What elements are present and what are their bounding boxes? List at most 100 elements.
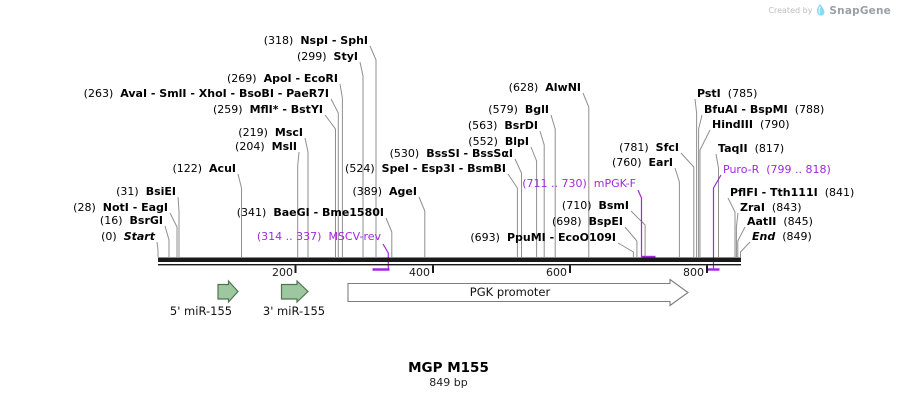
feature-label-pgk-promoter[interactable]: PGK promoter (469, 285, 551, 299)
leader-line (297, 151, 300, 257)
leader-line (715, 153, 719, 257)
site-label-start[interactable]: (0)Start (101, 231, 155, 243)
site-label-mfli-bstyi[interactable]: (259)MflI* - BstYI (213, 104, 323, 116)
leader-line (727, 197, 736, 257)
primer-range: (799 .. 818) (766, 163, 831, 176)
site-position: (693) (470, 231, 500, 244)
sequence-axis-lower (158, 264, 741, 266)
leader-line (177, 196, 180, 257)
site-name: BssSI - BssSαI (426, 147, 513, 160)
site-label-bspei[interactable]: (698)BspEI (552, 216, 623, 228)
site-name: BlpI (504, 135, 529, 148)
leader-line (330, 98, 339, 257)
leader-line (699, 129, 711, 257)
feature-arrow-5p-mir155[interactable] (217, 279, 239, 304)
site-label-aatii[interactable]: AatII(845) (747, 216, 813, 228)
site-position: (843) (771, 201, 802, 214)
site-label-bsssi[interactable]: (530)BssSI - BssSαI (390, 148, 513, 160)
site-position: (849) (782, 230, 812, 243)
site-label-bfuai-bspmi[interactable]: BfuAI - BspMI (788) (704, 104, 824, 116)
site-label-bsrdi[interactable]: (563)BsrDI (468, 120, 538, 132)
leader-line (237, 173, 242, 257)
axis-tick-label-800: 800 (683, 266, 704, 279)
primer-leader-mscv-rev (382, 243, 389, 270)
leader-line (169, 212, 178, 257)
feature-label-3p-mir155[interactable]: 3' miR-155 (262, 304, 326, 318)
site-name: ApoI - EcoRI (263, 72, 338, 85)
plasmid-length: 849 bp (429, 376, 468, 389)
primer-label-mscv-rev[interactable]: (314 .. 337)MSCV-rev (257, 231, 381, 243)
site-name: BspEI (588, 215, 623, 228)
leader-line (359, 61, 364, 257)
site-label-psti[interactable]: PstI(785) (697, 88, 757, 100)
site-label-acui[interactable]: (122)AcuI (172, 163, 236, 175)
site-label-end[interactable]: End(849) (752, 231, 812, 243)
site-label-nspi-sphi[interactable]: (318)NspI - SphI (264, 35, 368, 47)
site-label-baegi[interactable]: (341)BaeGI - Bme1580I (237, 207, 384, 219)
site-label-bsmi[interactable]: (710)BsmI (562, 200, 629, 212)
site-position: (299) (296, 50, 327, 63)
site-position: (710) (561, 199, 592, 212)
site-label-taqii[interactable]: TaqII (817) (718, 143, 784, 155)
site-position: (28) (73, 201, 96, 214)
leader-line (624, 226, 638, 257)
site-label-blpi[interactable]: (552) BlpI (468, 136, 529, 148)
site-label-hindiii[interactable]: HindIII(790) (712, 119, 790, 131)
site-label-zrai[interactable]: ZraI(843) (740, 202, 802, 214)
site-label-pflfi-tth111i[interactable]: PflFI - Tth111I(841) (730, 187, 854, 199)
feature-arrow-3p-mir155[interactable] (280, 279, 309, 304)
site-name: PstI (697, 87, 721, 100)
site-label-bsrgi[interactable]: (16)BsrGI (100, 215, 163, 227)
leader-line (674, 167, 680, 257)
primer-label-puro-r[interactable]: Puro-R(799 .. 818) (723, 164, 831, 176)
site-label-apoi-ecori[interactable]: (269)ApoI - EcoRI (227, 73, 338, 85)
axis-tick-label-600: 600 (546, 266, 567, 279)
snapgene-brand-text: SnapGene (829, 4, 891, 17)
plasmid-name: MGP M155 (408, 360, 489, 376)
site-name: AlwNI (545, 81, 581, 94)
leader-line (630, 210, 646, 257)
site-position: (817) (754, 142, 785, 155)
site-name: AvaI - SmlI - XhoI - BsoBI - PaeR7I (120, 87, 329, 100)
site-name: BfuAI - BspMI (704, 103, 788, 116)
sequence-axis[interactable] (158, 257, 741, 263)
site-label-bgli[interactable]: (579)BglI (488, 104, 549, 116)
site-label-ppumi-ecoo109i[interactable]: (693)PpuMI - EcoO109I (470, 232, 616, 244)
site-label-msli[interactable]: (204)MslI (235, 141, 297, 153)
primer-label-mpgk-f[interactable]: (711 .. 730)mPGK-F (522, 178, 636, 190)
leader-line (617, 242, 634, 257)
site-position: (389) (352, 185, 383, 198)
site-name: NotI - EagI (102, 201, 168, 214)
site-label-spei-group[interactable]: (524)SpeI - Esp3I - BsmBI (345, 163, 506, 175)
site-position: (788) (794, 103, 825, 116)
site-label-bsiei[interactable]: (31)BsiEI (116, 186, 176, 198)
site-label-eari[interactable]: (760)EarI (612, 157, 673, 169)
site-label-alwni[interactable]: (628)AlwNI (509, 82, 581, 94)
site-label-sfci[interactable]: (781)SfcI (619, 142, 679, 154)
site-name: TaqII (718, 142, 748, 155)
feature-label-5p-mir155[interactable]: 5' miR-155 (169, 304, 233, 318)
leader-line (582, 92, 590, 257)
site-position: (552) (468, 135, 498, 148)
site-name: BaeGI - Bme1580I (273, 206, 384, 219)
leader-line (550, 114, 556, 257)
leader-line (339, 83, 343, 257)
primer-range: (314 .. 337) (256, 230, 322, 243)
site-position: (263) (83, 87, 114, 100)
watermark: Created by SnapGene (768, 4, 891, 17)
site-label-noti-eagi[interactable]: (28) NotI - EagI (73, 202, 168, 214)
site-name: MscI (274, 126, 303, 139)
site-name: BsrGI (129, 214, 163, 227)
site-name: StyI (333, 50, 358, 63)
site-label-msci[interactable]: (219)MscI (238, 127, 303, 139)
snapgene-logo-icon (817, 4, 825, 16)
leader-line (385, 217, 393, 257)
site-label-agei[interactable]: (389)AgeI (352, 186, 417, 198)
site-label-styi[interactable]: (299) StyI (297, 51, 358, 63)
site-label-avai-group[interactable]: (263) AvaI - SmlI - XhoI - BsoBI - PaeR7I (84, 88, 329, 100)
site-name: SpeI - Esp3I - BsmBI (381, 162, 506, 175)
leader-line (514, 158, 522, 257)
feature-arrow-pgk-promoter[interactable] (347, 278, 689, 307)
leader-line (680, 152, 695, 257)
site-position: (0) (101, 230, 117, 243)
